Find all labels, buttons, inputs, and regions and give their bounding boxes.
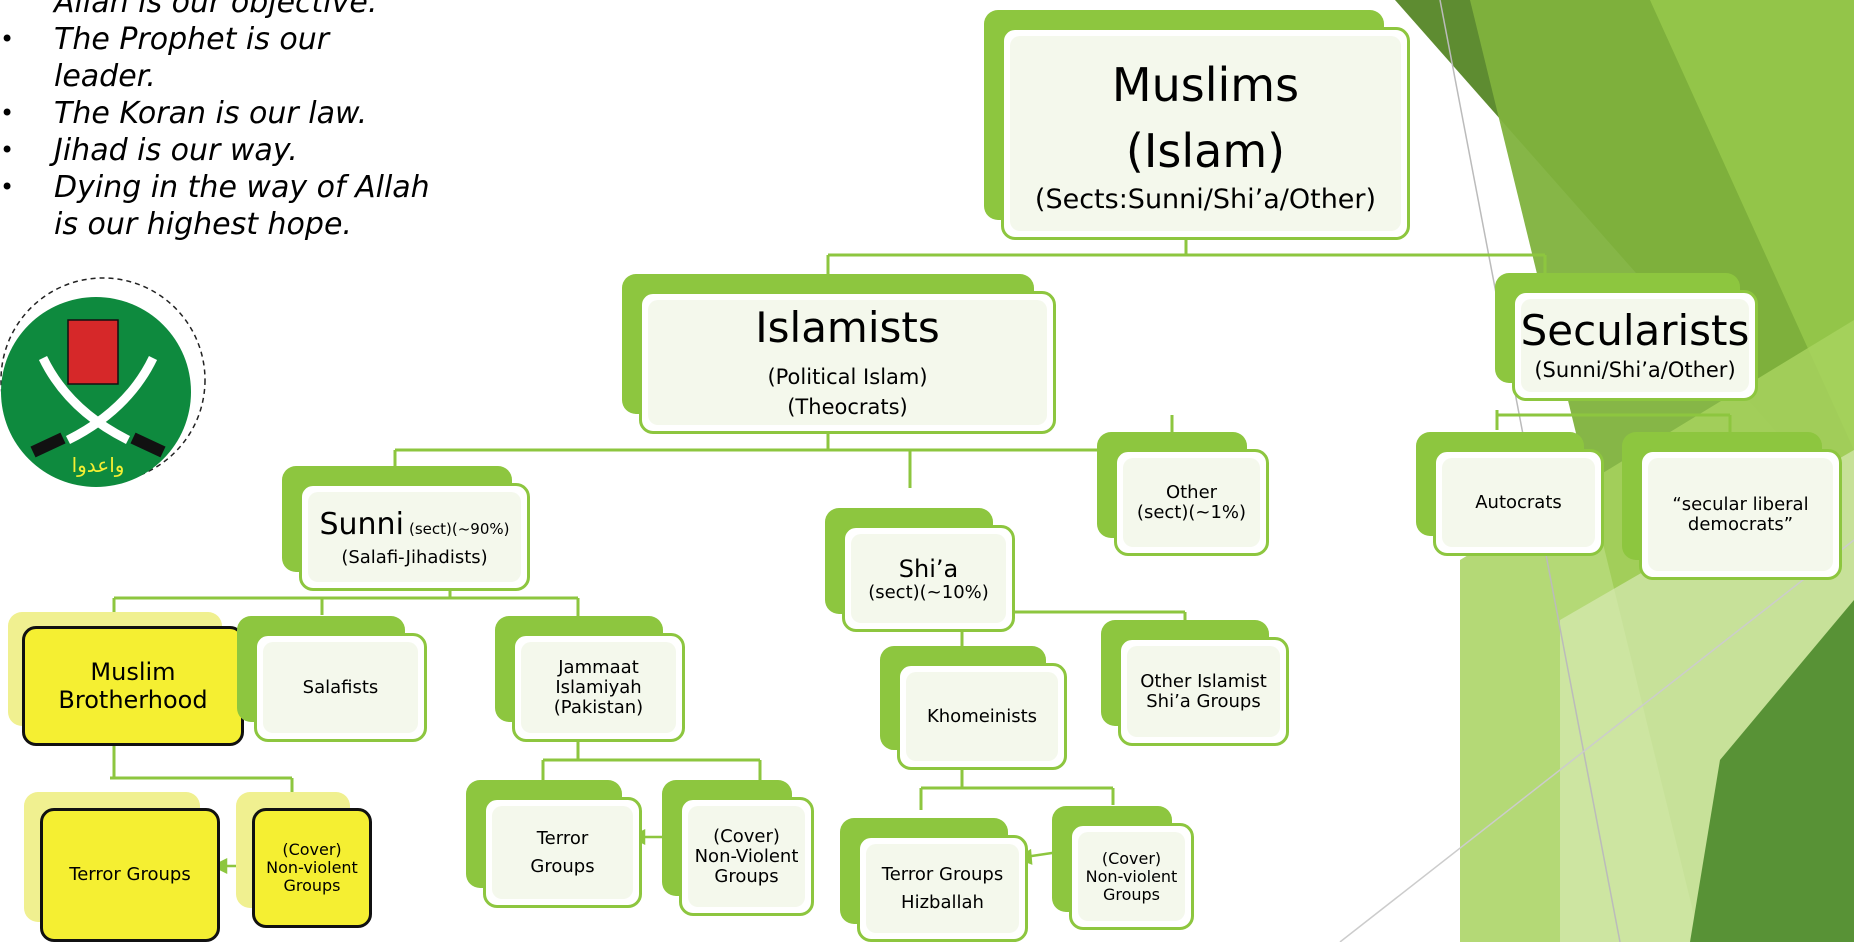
bg-triangle-light	[1650, 0, 1854, 450]
sword-hilt-icon	[130, 432, 166, 458]
node-jammaat: Jammaat Islamiyah (Pakistan)	[495, 616, 685, 742]
node-mb-cover: (Cover) Non-violent Groups	[236, 792, 372, 928]
node-title: Secularists	[1520, 306, 1750, 355]
logo-text: واعدوا	[72, 453, 125, 477]
bg-triangle-deep	[1690, 600, 1854, 942]
quote-line: Jihad is our way.	[0, 132, 430, 169]
node-label: Khomeinists	[926, 705, 1038, 727]
node-suffix: (sect)(~90%)	[409, 519, 510, 538]
node-line: (Cover)	[1101, 848, 1162, 868]
node-kh-cover: (Cover) Non-violent Groups	[1052, 806, 1194, 930]
node-line: (Cover)	[713, 825, 780, 847]
node-line: (Political Islam)	[767, 365, 928, 389]
node-autocrats: Autocrats	[1416, 432, 1604, 556]
book-icon	[67, 319, 119, 385]
node-line: democrats”	[1687, 513, 1794, 535]
node-line: Groups	[530, 855, 595, 877]
quote-line: The Prophet is our	[0, 21, 430, 58]
node-kh-terror-groups: Terror Groups Hizballah	[840, 818, 1028, 942]
sword-icon	[38, 356, 131, 445]
node-line: Hizballah	[901, 891, 984, 913]
node-title: Shi’a	[898, 554, 959, 583]
node-note: (Sects:Sunni/Shi’a/Other)	[1034, 184, 1377, 215]
node-sunni: Sunni (sect)(~90%) (Salafi-Jihadists)	[282, 466, 530, 591]
quote-line: Dying in the way of Allah	[0, 169, 430, 206]
node-label: Terror Groups	[69, 864, 191, 885]
node-line: (Pakistan)	[553, 696, 644, 718]
node-title: Muslims	[1111, 58, 1300, 112]
node-jam-cover: (Cover) Non-Violent Groups	[662, 780, 814, 916]
bg-line-2	[1339, 539, 1854, 942]
node-line: Terror	[536, 827, 589, 849]
tree-connectors	[110, 238, 1732, 810]
node-secular-liberal: “secular liberal democrats”	[1622, 432, 1842, 580]
node-salafists: Salafists	[237, 616, 427, 742]
node-khomeinists: Khomeinists	[880, 646, 1067, 770]
node-line: Groups	[283, 876, 341, 895]
node-line: Muslim	[90, 658, 176, 686]
node-jam-terror-groups: Terror Groups	[466, 780, 642, 908]
node-note: (Sunni/Shi’a/Other)	[1534, 358, 1736, 382]
quote-line: is our highest hope.	[54, 207, 352, 242]
node-muslims: Muslims (Islam) (Sects:Sunni/Shi’a/Other…	[984, 10, 1410, 240]
node-line: Non-violent	[266, 858, 358, 877]
node-line: Groups	[714, 865, 779, 887]
node-note: (Salafi-Jihadists)	[341, 546, 488, 568]
node-title: Sunni	[319, 506, 404, 542]
node-line: Other	[1165, 481, 1218, 503]
node-note: (sect)(~10%)	[868, 581, 989, 603]
node-mb-terror-groups: Terror Groups	[24, 792, 220, 942]
brotherhood-emblem: واعدوا	[0, 277, 206, 487]
node-secularists: Secularists (Sunni/Shi’a/Other)	[1495, 273, 1758, 401]
node-other: Other (sect)(~1%)	[1097, 432, 1269, 556]
node-line: Groups	[1102, 884, 1161, 904]
sword-icon	[65, 356, 158, 445]
node-line: Brotherhood	[58, 686, 208, 714]
node-islamists: Islamists (Political Islam) (Theocrats)	[622, 274, 1056, 434]
creed-quote: Allah is our objective. The Prophet is o…	[0, 0, 430, 243]
quote-line: The Koran is our law.	[0, 95, 430, 132]
node-shia: Shi’a (sect)(~10%)	[825, 508, 1015, 632]
node-line: Jammaat	[558, 656, 639, 678]
quote-line: Allah is our objective.	[54, 0, 378, 20]
node-label: Autocrats	[1475, 491, 1562, 513]
sword-hilt-icon	[30, 432, 66, 458]
node-line: Shi’a Groups	[1146, 690, 1261, 712]
node-line: Other Islamist	[1140, 670, 1267, 692]
quote-line: leader.	[54, 59, 156, 94]
node-label: Salafists	[302, 676, 379, 698]
node-other-shia: Other Islamist Shi’a Groups	[1101, 620, 1289, 746]
node-subtitle: (Islam)	[1125, 124, 1286, 178]
node-line: Non-violent	[1085, 866, 1178, 886]
node-line: Islamiyah	[555, 676, 642, 698]
node-line: (Theocrats)	[787, 395, 908, 419]
node-muslim-brotherhood: Muslim Brotherhood	[8, 612, 244, 746]
node-title: Islamists	[755, 303, 940, 352]
node-line: Non-Violent	[694, 845, 799, 867]
node-line: (Cover)	[282, 840, 342, 859]
node-line: Terror Groups	[881, 863, 1004, 885]
node-line: “secular liberal	[1672, 493, 1809, 515]
node-line: (sect)(~1%)	[1136, 501, 1247, 523]
